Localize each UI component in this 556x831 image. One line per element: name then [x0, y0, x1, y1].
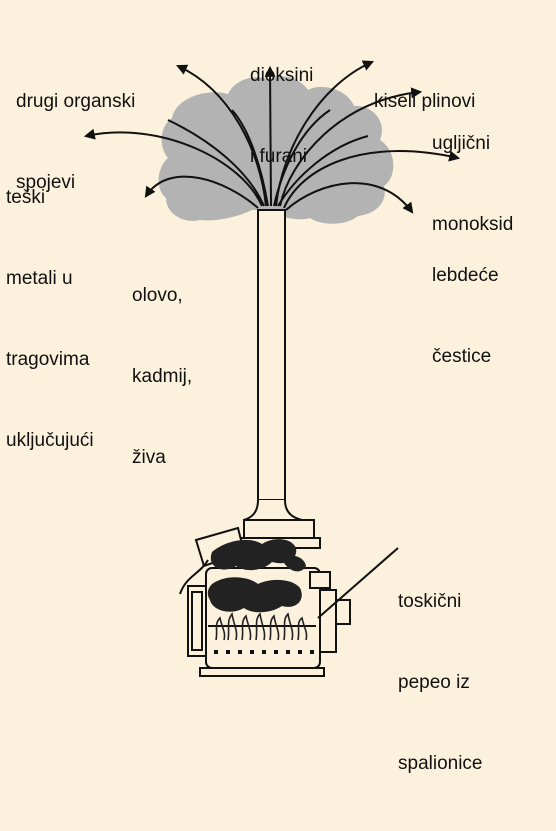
arrow-left-low	[144, 175, 259, 209]
label-organics: drugi organski spojevi	[16, 91, 136, 193]
label-acid-gases: kiseli plinovi	[374, 91, 476, 112]
label-ash: toskični pepeo iz spalionice	[398, 591, 483, 774]
arrow-left-mid	[83, 128, 263, 207]
ash-grate	[214, 650, 314, 654]
arrow-right-high	[279, 87, 423, 207]
ash-pointer-line	[317, 547, 399, 619]
arrow-right-mid	[283, 150, 461, 209]
emission-arrows	[83, 60, 461, 214]
incinerator-illustration	[83, 60, 461, 677]
label-carbon-monoxide: ugljični monoksid	[432, 133, 514, 235]
chimney	[237, 209, 321, 549]
arrow-up	[264, 65, 276, 207]
label-metal-list: olovo, kadmij, živa	[132, 285, 193, 468]
incinerator-emissions-diagram: dioksini i furani drugi organski spojevi…	[6, 60, 514, 774]
smoke-plume	[158, 76, 394, 224]
soot-deposits	[207, 539, 306, 613]
label-dioxins: dioksini i furani	[250, 65, 314, 167]
arrow-right-low	[285, 182, 414, 214]
arrow-left-upper	[167, 119, 265, 207]
furnace-flames	[215, 612, 308, 641]
label-heavy-metals: teški metali u tragovima uključujući	[6, 187, 94, 451]
label-particles: lebdeće čestice	[432, 265, 499, 367]
arrow-upper-left	[176, 64, 267, 207]
